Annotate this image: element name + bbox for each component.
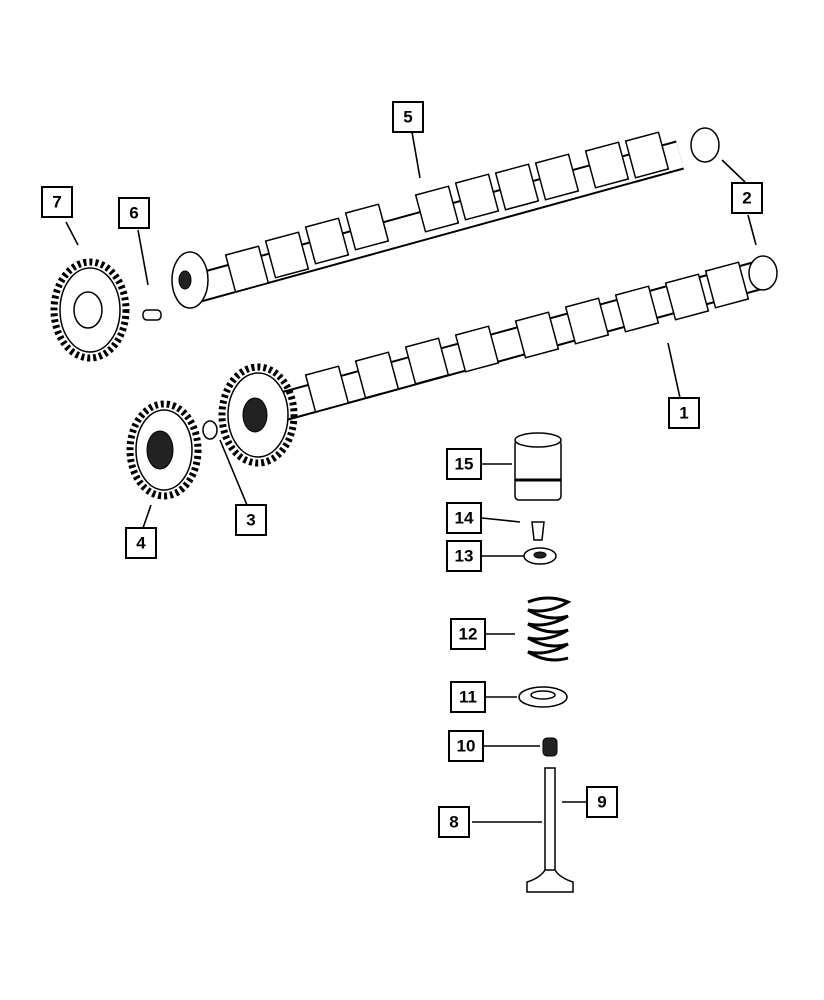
svg-text:4: 4 bbox=[136, 534, 146, 553]
gear-4 bbox=[126, 400, 202, 500]
svg-text:8: 8 bbox=[449, 813, 458, 832]
bushing-3 bbox=[202, 420, 218, 440]
svg-text:9: 9 bbox=[597, 793, 606, 812]
callout-7: 7 bbox=[41, 186, 73, 218]
valve-spring-12 bbox=[527, 596, 572, 662]
valve-8 bbox=[526, 767, 574, 893]
callout-10: 10 bbox=[448, 730, 484, 762]
upper-camshaft bbox=[171, 131, 684, 309]
valve-keeper-14 bbox=[531, 521, 545, 541]
callout-6: 6 bbox=[118, 197, 150, 229]
leader-lines bbox=[65, 131, 757, 823]
callout-15: 15 bbox=[446, 448, 482, 480]
lower-bearing-cap bbox=[748, 255, 778, 291]
sprocket-lower-cam bbox=[218, 363, 298, 467]
svg-text:11: 11 bbox=[459, 688, 477, 707]
svg-text:5: 5 bbox=[403, 108, 412, 127]
svg-text:3: 3 bbox=[246, 511, 255, 530]
callout-5: 5 bbox=[392, 101, 424, 133]
sprocket-7 bbox=[50, 258, 130, 362]
callout-2: 2 bbox=[731, 182, 763, 214]
upper-bearing-cap bbox=[690, 127, 720, 163]
spring-seat-11 bbox=[518, 686, 568, 708]
svg-text:15: 15 bbox=[455, 455, 474, 474]
lower-camshaft bbox=[266, 260, 764, 425]
svg-text:14: 14 bbox=[455, 509, 474, 528]
svg-text:2: 2 bbox=[742, 189, 751, 208]
callout-9: 9 bbox=[586, 786, 618, 818]
svg-text:1: 1 bbox=[679, 404, 688, 423]
svg-text:6: 6 bbox=[129, 204, 138, 223]
callout-13: 13 bbox=[446, 540, 482, 572]
dowel-pin-6 bbox=[142, 309, 162, 321]
callout-3: 3 bbox=[235, 504, 267, 536]
svg-text:12: 12 bbox=[459, 625, 478, 644]
callout-11: 11 bbox=[450, 681, 486, 713]
callout-14: 14 bbox=[446, 502, 482, 534]
callout-12: 12 bbox=[450, 618, 486, 650]
tappet-15 bbox=[514, 432, 562, 501]
spring-retainer-13 bbox=[523, 547, 557, 565]
callout-1: 1 bbox=[668, 397, 700, 429]
callout-4: 4 bbox=[125, 527, 157, 559]
svg-text:7: 7 bbox=[52, 193, 61, 212]
callout-8: 8 bbox=[438, 806, 470, 838]
svg-text:13: 13 bbox=[455, 547, 474, 566]
svg-text:10: 10 bbox=[457, 737, 476, 756]
valve-seal-10 bbox=[542, 737, 558, 757]
